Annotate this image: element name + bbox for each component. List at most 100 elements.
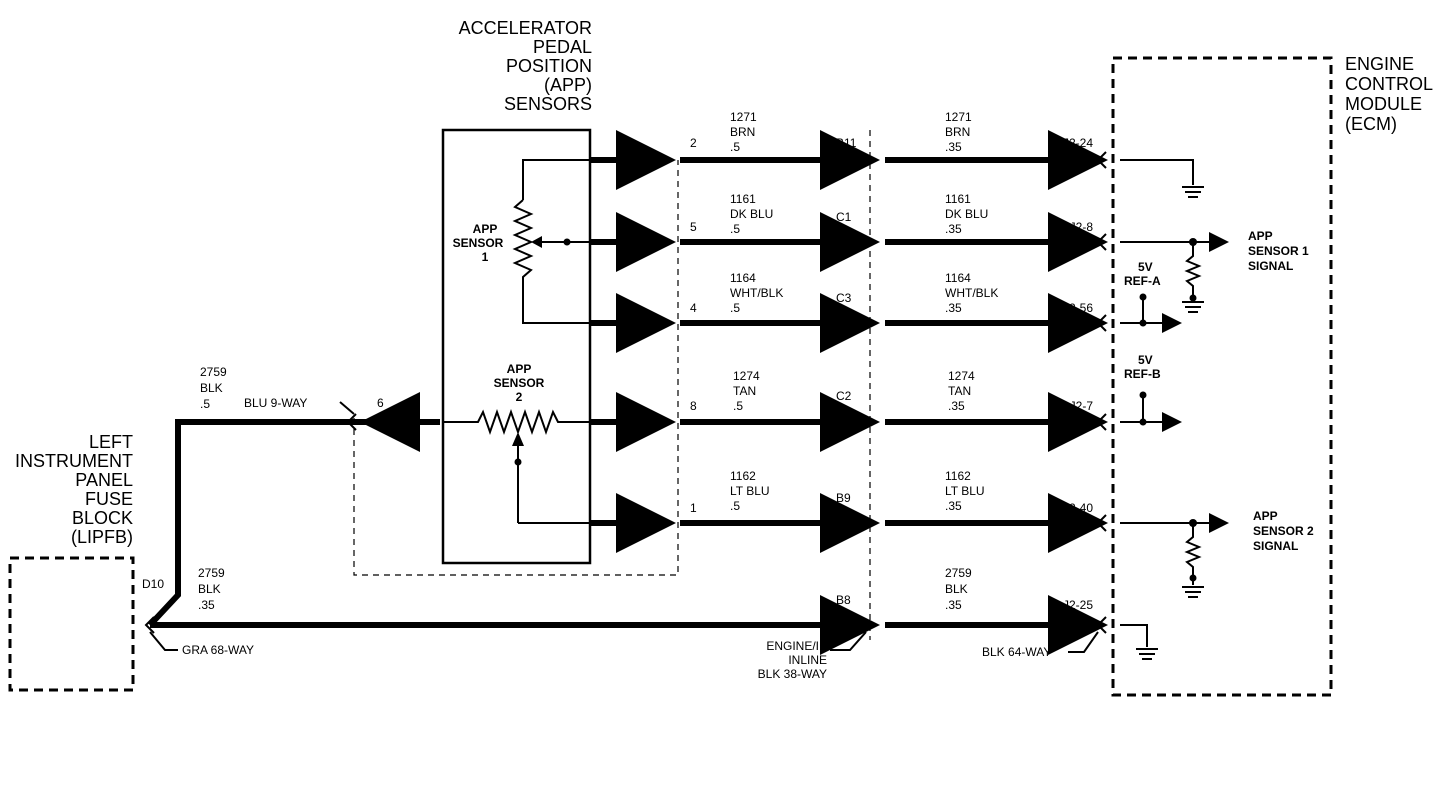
svg-text:5: 5 — [690, 220, 697, 234]
circuit-2-labels: 5 1161 DK BLU .5 C1 1161 DK BLU .35 J2-8 — [690, 192, 1093, 236]
svg-text:C2: C2 — [836, 389, 852, 403]
svg-text:.35: .35 — [945, 499, 962, 513]
svg-text:D10: D10 — [142, 577, 164, 591]
svg-text:LEFT: LEFT — [89, 432, 133, 452]
svg-text:TAN: TAN — [948, 384, 971, 398]
svg-text:.35: .35 — [198, 598, 215, 612]
svg-text:1162: 1162 — [730, 469, 756, 483]
svg-text:.5: .5 — [730, 301, 740, 315]
lipfb-outline — [8, 556, 135, 692]
circuit-6-labels: 2759 BLK .35 B8 2759 BLK .35 J2-25 — [198, 566, 1093, 612]
ecm-internal-circuits — [1120, 159, 1229, 660]
svg-text:ENGINE/IP: ENGINE/IP — [766, 639, 827, 653]
svg-text:1271: 1271 — [730, 110, 757, 124]
svg-text:2759: 2759 — [198, 566, 225, 580]
svg-text:.5: .5 — [200, 397, 210, 411]
svg-text:LT BLU: LT BLU — [945, 484, 985, 498]
svg-text:.35: .35 — [945, 222, 962, 236]
svg-text:DK BLU: DK BLU — [730, 207, 773, 221]
svg-text:BLOCK: BLOCK — [72, 508, 133, 528]
svg-text:.5: .5 — [730, 140, 740, 154]
svg-text:6: 6 — [377, 396, 384, 410]
svg-text:SIGNAL: SIGNAL — [1248, 259, 1293, 273]
svg-text:INSTRUMENT: INSTRUMENT — [15, 451, 133, 471]
circuit-5-labels: 1 1162 LT BLU .5 B9 1162 LT BLU .35 J2-4… — [690, 469, 1093, 515]
svg-text:.5: .5 — [733, 399, 743, 413]
ecm-pin-chevrons — [144, 151, 1107, 634]
svg-text:SENSORS: SENSORS — [504, 94, 592, 114]
svg-text:.35: .35 — [945, 301, 962, 315]
lipfb-title: LEFT INSTRUMENT PANEL FUSE BLOCK (LIPFB) — [15, 432, 133, 547]
svg-text:FUSE: FUSE — [85, 489, 133, 509]
svg-text:SENSOR 1: SENSOR 1 — [1248, 244, 1309, 258]
lipfb-wire-label: 2759 BLK .5 — [200, 365, 227, 411]
svg-text:(APP): (APP) — [544, 75, 592, 95]
svg-text:4: 4 — [690, 301, 697, 315]
svg-text:J2-40: J2-40 — [1063, 501, 1093, 515]
svg-text:SENSOR 2: SENSOR 2 — [1253, 524, 1314, 538]
svg-text:1162: 1162 — [945, 469, 971, 483]
svg-text:1161: 1161 — [945, 192, 971, 206]
svg-text:POSITION: POSITION — [506, 56, 592, 76]
svg-text:C1: C1 — [836, 210, 852, 224]
svg-text:BRN: BRN — [945, 125, 970, 139]
svg-text:SENSOR: SENSOR — [494, 376, 545, 390]
svg-text:1161: 1161 — [730, 192, 756, 206]
circuit-1-labels: 2 1271 BRN .5 B11 1271 BRN .35 J2-24 — [690, 110, 1093, 154]
svg-text:DK BLU: DK BLU — [945, 207, 988, 221]
svg-text:APP: APP — [507, 362, 532, 376]
svg-text:GRA 68-WAY: GRA 68-WAY — [182, 643, 254, 657]
circuit-4-labels: 8 1274 TAN .5 C2 1274 TAN .35 J2-7 — [690, 369, 1093, 413]
svg-text:5V: 5V — [1138, 260, 1153, 274]
svg-text:J2-7: J2-7 — [1070, 399, 1094, 413]
svg-text:J2-25: J2-25 — [1063, 598, 1093, 612]
svg-text:PANEL: PANEL — [75, 470, 133, 490]
svg-text:.35: .35 — [948, 399, 965, 413]
svg-text:BLK: BLK — [200, 381, 223, 395]
svg-text:B11: B11 — [836, 136, 857, 150]
svg-text:SIGNAL: SIGNAL — [1253, 539, 1298, 553]
svg-text:APP: APP — [473, 222, 498, 236]
svg-text:1: 1 — [482, 250, 489, 264]
svg-text:BLK 64-WAY: BLK 64-WAY — [982, 645, 1051, 659]
svg-text:BLK: BLK — [198, 582, 221, 596]
svg-text:(ECM): (ECM) — [1345, 114, 1397, 134]
svg-text:WHT/BLK: WHT/BLK — [945, 286, 998, 300]
svg-text:BRN: BRN — [730, 125, 755, 139]
svg-text:J2-56: J2-56 — [1063, 301, 1093, 315]
svg-text:REF-B: REF-B — [1124, 367, 1161, 381]
svg-text:B9: B9 — [836, 491, 851, 505]
ecm-title: ENGINE CONTROL MODULE (ECM) — [1345, 54, 1433, 134]
svg-text:5V: 5V — [1138, 353, 1153, 367]
svg-text:B8: B8 — [836, 593, 851, 607]
svg-text:1164: 1164 — [945, 271, 971, 285]
svg-text:.5: .5 — [730, 222, 740, 236]
svg-text:WHT/BLK: WHT/BLK — [730, 286, 783, 300]
app-sensor-2-label: APP SENSOR 2 — [494, 362, 545, 404]
svg-text:J2-24: J2-24 — [1063, 136, 1093, 150]
svg-text:(LIPFB): (LIPFB) — [71, 527, 133, 547]
svg-text:ENGINE: ENGINE — [1345, 54, 1414, 74]
svg-text:REF-A: REF-A — [1124, 274, 1161, 288]
svg-text:LT BLU: LT BLU — [730, 484, 770, 498]
svg-text:BLU 9-WAY: BLU 9-WAY — [244, 396, 307, 410]
app-sensors-title: ACCELERATOR PEDAL POSITION (APP) SENSORS — [459, 18, 592, 114]
svg-text:J2-8: J2-8 — [1070, 220, 1094, 234]
ecm-outline — [1111, 56, 1333, 697]
svg-text:C3: C3 — [836, 291, 852, 305]
svg-text:1: 1 — [690, 501, 697, 515]
svg-text:ACCELERATOR: ACCELERATOR — [459, 18, 592, 38]
svg-text:2759: 2759 — [200, 365, 227, 379]
svg-text:APP: APP — [1248, 229, 1273, 243]
svg-text:1271: 1271 — [945, 110, 972, 124]
app-sensor-housing — [441, 128, 592, 565]
svg-text:1274: 1274 — [948, 369, 975, 383]
connector-9way-outline — [353, 160, 679, 576]
svg-text:TAN: TAN — [733, 384, 756, 398]
svg-text:SENSOR: SENSOR — [453, 236, 504, 250]
circuit-wires — [147, 130, 1108, 655]
svg-text:PEDAL: PEDAL — [533, 37, 592, 57]
app-sensor-1-label: APP SENSOR 1 — [453, 222, 504, 264]
svg-text:.35: .35 — [945, 598, 962, 612]
